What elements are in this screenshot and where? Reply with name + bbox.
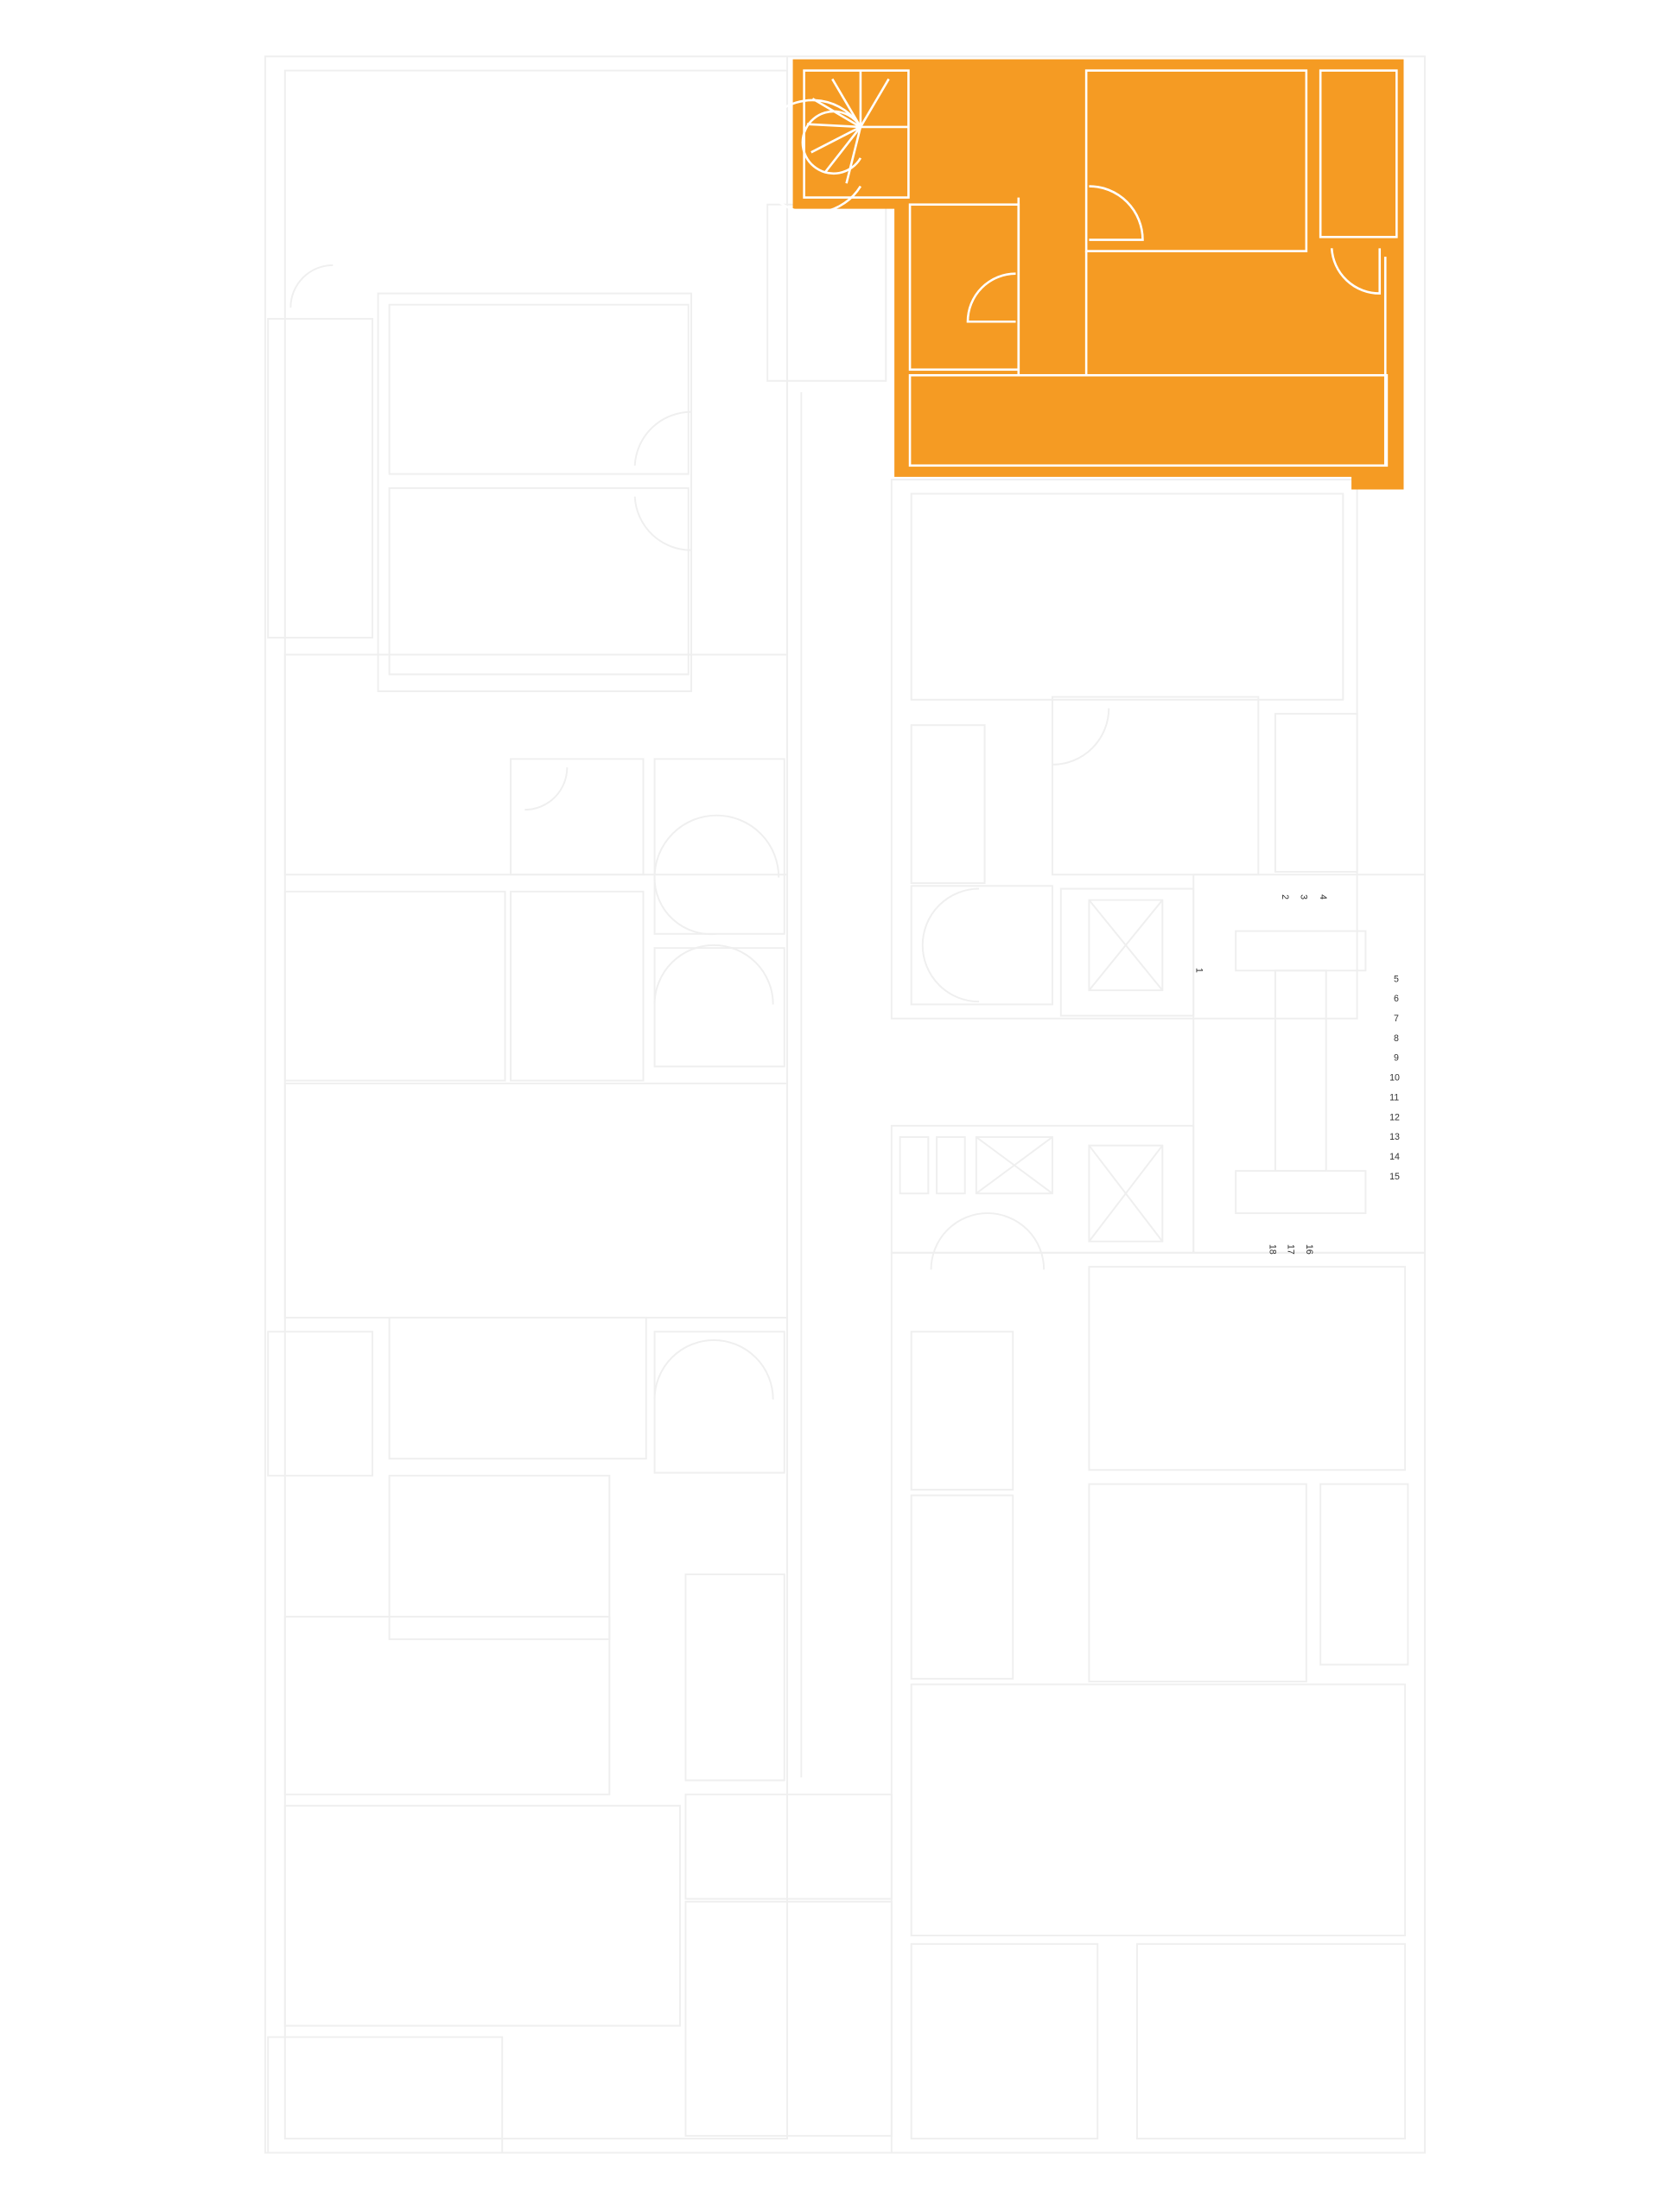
- spiral-stair-treads: [806, 70, 890, 184]
- step-label: 18: [1267, 1244, 1277, 1255]
- step-label: 5: [1394, 974, 1399, 984]
- step-label: 6: [1394, 994, 1399, 1004]
- step-label: 8: [1394, 1033, 1399, 1044]
- step-label: 13: [1389, 1132, 1400, 1142]
- step-label: 4: [1318, 894, 1328, 899]
- highlighted-unit[interactable]: [754, 59, 1404, 490]
- stair-step-labels: 1 2 3 4 5 6 7 8 9 10 11 12 13 14 15 16 1…: [1193, 894, 1400, 1255]
- door-swing: [966, 272, 1016, 323]
- step-label: 14: [1389, 1152, 1400, 1162]
- step-label: 10: [1389, 1073, 1400, 1084]
- unit-fill: [792, 59, 1404, 490]
- step-label: 11: [1389, 1092, 1399, 1103]
- step-label: 3: [1298, 894, 1308, 899]
- step-label: 12: [1389, 1112, 1400, 1122]
- step-label: 9: [1394, 1053, 1399, 1064]
- step-label: 17: [1286, 1244, 1296, 1255]
- step-label: 15: [1389, 1172, 1400, 1182]
- door-swing: [1089, 185, 1144, 241]
- door-swing: [1330, 248, 1382, 295]
- building-walls: [264, 55, 1426, 2154]
- step-label: 16: [1304, 1244, 1314, 1255]
- spiral-stair-icon: [754, 99, 909, 214]
- step-label: 1: [1193, 968, 1204, 973]
- step-label: 7: [1394, 1014, 1399, 1024]
- step-label: 2: [1280, 894, 1290, 899]
